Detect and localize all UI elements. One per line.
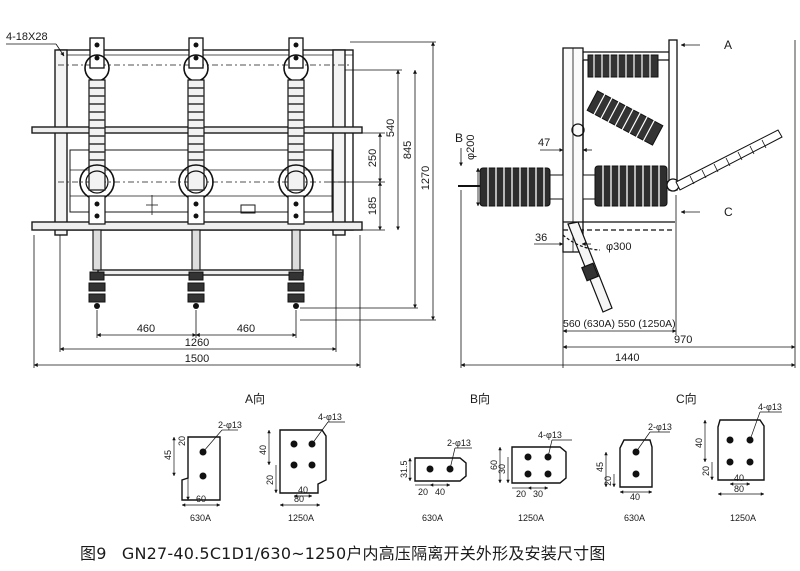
pole-2 [178, 37, 214, 309]
a2-d3: 40 [298, 485, 308, 495]
side-insulator-left [458, 164, 564, 210]
b1-d2: 20 [418, 487, 428, 497]
b1-label: 630A [422, 513, 443, 523]
b1-d3: 40 [435, 487, 445, 497]
right-post [332, 49, 346, 236]
dim-560-550: 560 (630A) 550 (1250A) [563, 318, 676, 330]
detail-c-630: 2-φ13 45 20 40 630A [595, 422, 672, 523]
arrow-b-label: B [455, 131, 463, 145]
front-dimensions [6, 41, 436, 368]
hole-note: 4-18X28 [6, 31, 48, 43]
detail-a-630: 2-φ13 45 20 60 630A [163, 420, 242, 523]
detail-a-1250: 4-φ13 40 20 40 80 1250A [258, 412, 345, 523]
front-dimension-labels: 4-18X28 460 460 1260 1500 250 185 540 84… [6, 31, 432, 365]
detail-a-title: A向 [245, 391, 265, 406]
b1-d1: 31.5 [399, 460, 409, 478]
a2-d4: 80 [294, 494, 304, 504]
b2-d4: 30 [533, 489, 543, 499]
dia-insulator: φ200 [465, 135, 477, 161]
c1-d3: 40 [630, 492, 640, 502]
detail-b-1250: 4-φ13 60 30 20 30 1250A [489, 430, 572, 523]
dim-pitch-left: 460 [137, 323, 155, 335]
dim-185: 185 [367, 197, 379, 215]
dim-1440: 1440 [615, 352, 639, 364]
c2-d4: 80 [734, 484, 744, 494]
dim-540: 540 [385, 119, 397, 137]
detail-c-1250: 4-φ13 40 20 40 80 1250A [694, 402, 782, 523]
dim-970: 970 [674, 334, 692, 346]
b2-d2: 30 [497, 464, 507, 474]
c2-d1: 40 [694, 438, 704, 448]
dim-frame-width: 1260 [185, 337, 209, 349]
b2-label: 1250A [518, 513, 544, 523]
operating-lever [562, 221, 613, 313]
c2-d2: 20 [701, 466, 711, 476]
a1-d3: 60 [196, 494, 206, 504]
detail-b-630: 2-φ13 31.5 20 40 630A [399, 438, 472, 523]
pole-3 [278, 37, 314, 309]
a2-d2: 20 [265, 475, 275, 485]
side-dimensions [459, 40, 796, 368]
b2-d1: 60 [489, 460, 499, 470]
c1-d1: 45 [595, 462, 605, 472]
c1-label: 630A [624, 513, 645, 523]
a1-label: 630A [190, 513, 211, 523]
left-post [54, 49, 68, 236]
side-dimension-labels: A B C φ200 47 36 φ300 560 (630A) 550 (12… [455, 38, 733, 364]
c2-note: 4-φ13 [758, 402, 782, 412]
c2-d3: 40 [734, 473, 744, 483]
dim-47: 47 [538, 137, 550, 149]
dim-845: 845 [402, 141, 414, 159]
dim-overall-width: 1500 [185, 353, 209, 365]
blade-open [675, 129, 783, 191]
pole-1 [79, 37, 115, 309]
side-insulator-right [582, 162, 668, 210]
c1-d2: 20 [603, 476, 613, 486]
b2-note: 4-φ13 [538, 430, 562, 440]
figure-caption: 图9 GN27-40.5C1D1/630~1250户内高压隔离开关外形及安装尺寸… [80, 540, 616, 564]
side-insulator-top [587, 53, 659, 79]
a1-note: 2-φ13 [218, 420, 242, 430]
a1-d2: 20 [177, 436, 187, 446]
dim-1270: 1270 [420, 166, 432, 190]
detail-c-title: C向 [676, 391, 697, 406]
dim-pitch-right: 460 [237, 323, 255, 335]
a2-note: 4-φ13 [318, 412, 342, 422]
arrow-c-label: C [724, 205, 733, 219]
c1-note: 2-φ13 [648, 422, 672, 432]
contact-post [668, 39, 678, 191]
c2-label: 1250A [730, 513, 756, 523]
a2-label: 1250A [288, 513, 314, 523]
b1-note: 2-φ13 [447, 438, 471, 448]
detail-b-title: B向 [470, 391, 490, 406]
figure-label: 图9 [80, 544, 107, 563]
nameplate [240, 204, 256, 214]
radius-300: φ300 [606, 241, 632, 253]
a1-d1: 45 [163, 450, 173, 460]
dim-250: 250 [367, 149, 379, 167]
side-insulator-diagonal [586, 90, 664, 146]
detail-titles: A向 B向 C向 [245, 391, 697, 406]
b2-d3: 20 [516, 489, 526, 499]
dim-36: 36 [535, 232, 547, 244]
arrow-a-label: A [724, 38, 732, 52]
a2-d1: 40 [258, 445, 268, 455]
figure-title: GN27-40.5C1D1/630~1250户内高压隔离开关外形及安装尺寸图 [121, 544, 606, 563]
